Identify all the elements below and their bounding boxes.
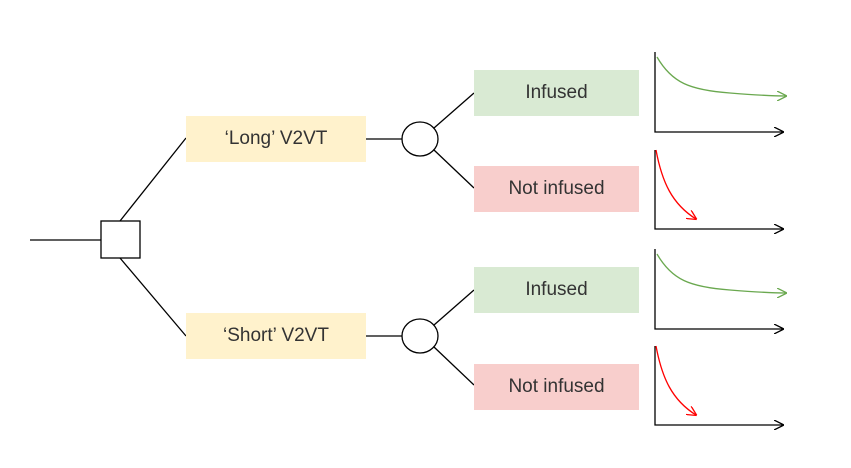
outcome-box-long-not-infused: Not infused [474,166,639,212]
connector-long-to-not-infused [433,149,475,189]
outcome-box-long-infused: Infused [474,70,639,116]
decision-node-square [100,220,141,259]
rapid-decay-curve [655,149,696,219]
chance-node-circle-long [401,121,439,157]
connector-root-to-short [119,257,187,337]
connector-long-to-infused [433,92,475,129]
mini-plot-axes [654,346,783,425]
outcome-box-short-not-infused: Not infused [474,364,639,410]
mini-plot-long-not-infused [654,149,783,229]
connector-short-to-not-infused [433,346,475,386]
rapid-decay-curve [655,345,696,415]
slow-decay-curve [656,253,786,293]
mini-plot-axes [654,150,783,229]
mini-plot-short-infused [654,249,786,329]
mini-plot-axes [654,52,783,132]
connector-root-to-long [119,137,187,222]
slow-decay-curve [656,56,786,96]
mini-plot-short-not-infused [654,345,783,425]
mini-plot-axes [654,249,783,329]
chance-node-circle-short [401,318,439,354]
strategy-box-short: ‘Short’ V2VT [186,313,366,359]
outcome-box-short-infused: Infused [474,267,639,313]
connector-short-to-infused [433,289,475,326]
strategy-box-long: ‘Long’ V2VT [186,116,366,162]
mini-plot-long-infused [654,52,786,132]
